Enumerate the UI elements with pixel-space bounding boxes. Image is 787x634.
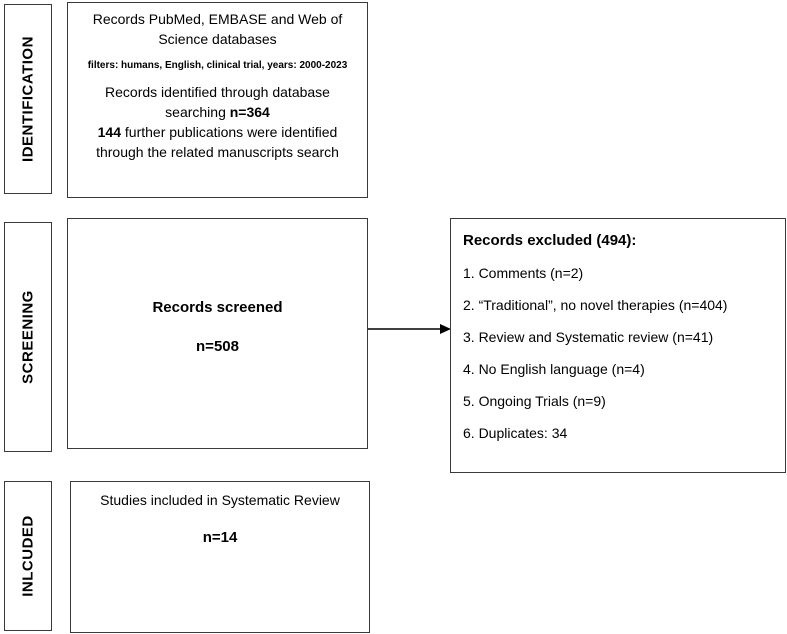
stage-included-label: INLCUDED xyxy=(19,515,37,597)
excluded-item: 5. Ongoing Trials (n=9) xyxy=(463,393,606,409)
identification-filters: filters: humans, English, clinical trial… xyxy=(87,60,348,71)
excluded-item: 1. Comments (n=2) xyxy=(463,265,584,281)
excluded-item: 4. No English language (n=4) xyxy=(463,361,645,377)
stage-screening: SCREENING xyxy=(4,222,52,452)
stage-identification-label: IDENTIFICATION xyxy=(19,36,37,162)
searching-text: Records identified through database sear… xyxy=(105,84,330,120)
excluded-box: Records excluded (494): 1. Comments (n=2… xyxy=(450,218,786,473)
excluded-item: 3. Review and Systematic review (n=41) xyxy=(463,329,714,345)
identification-sources: Records PubMed, EMBASE and Web of Scienc… xyxy=(92,11,343,47)
excluded-item: 2. “Traditional”, no novel therapies (n=… xyxy=(463,297,728,313)
screening-count: n=508 xyxy=(196,338,239,355)
included-title: Studies included in Systematic Review xyxy=(100,492,340,508)
included-count: n=14 xyxy=(202,529,238,546)
arrow-to-excluded xyxy=(368,324,451,334)
included-box: Studies included in Systematic Review n=… xyxy=(70,481,370,633)
excluded-item: 6. Duplicates: 34 xyxy=(463,425,568,441)
further-count: 144 xyxy=(97,124,121,140)
stage-included: INLCUDED xyxy=(4,481,52,631)
excluded-title: Records excluded (494): xyxy=(463,232,637,249)
further-text: further publications were identified thr… xyxy=(96,124,339,160)
identification-box: Records PubMed, EMBASE and Web of Scienc… xyxy=(67,2,368,198)
identification-searching: Records identified through database sear… xyxy=(84,82,351,122)
identification-further: 144 further publications were identified… xyxy=(84,122,351,162)
screening-title: Records screened xyxy=(152,299,283,316)
searching-count: n=364 xyxy=(229,104,270,120)
stage-identification: IDENTIFICATION xyxy=(4,4,52,194)
screening-box: Records screened n=508 xyxy=(67,218,368,449)
stage-screening-label: SCREENING xyxy=(19,290,37,384)
